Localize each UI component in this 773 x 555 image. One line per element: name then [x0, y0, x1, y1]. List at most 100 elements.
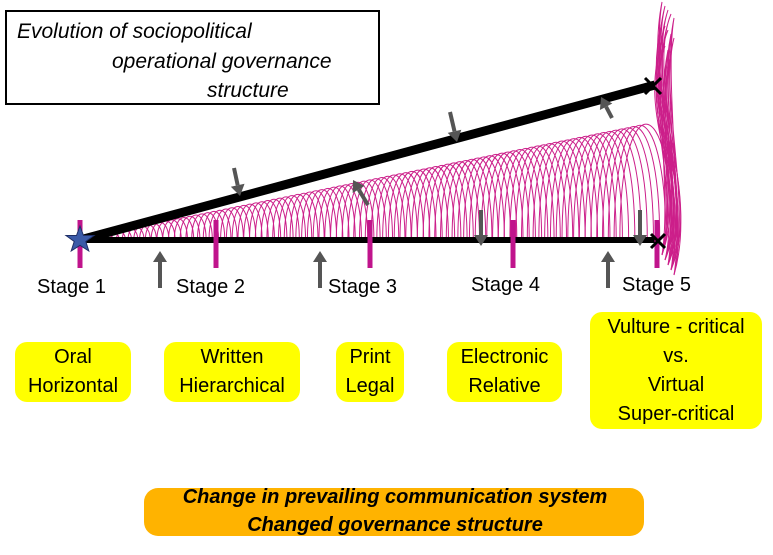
arrow-head: [230, 183, 245, 196]
spiral-loop: [289, 192, 319, 241]
stage-2-structure: Hierarchical: [179, 375, 285, 397]
spiral-loop: [411, 167, 449, 241]
stage-label-5: Stage 5: [622, 274, 691, 296]
spiral-loop: [370, 176, 406, 241]
spiral-loop: [492, 150, 536, 241]
stage-label-4: Stage 4: [471, 274, 540, 296]
arrow-head: [153, 251, 167, 262]
spiral-loop: [225, 206, 251, 241]
stage-1-mode: Oral: [54, 346, 92, 368]
pressure-arrows: [153, 97, 647, 288]
spiral-loop: [596, 128, 648, 241]
stage-5-line-4: Super-critical: [617, 402, 735, 425]
spiral-loop: [318, 186, 350, 241]
bottom-caption-line-1: Change in prevailing communication syste…: [182, 486, 608, 508]
title-line-3: structure: [207, 79, 289, 102]
spiral-loop: [260, 198, 288, 241]
spiral-loop: [266, 197, 294, 241]
arrow-head: [313, 251, 327, 262]
stage-1-structure: Horizontal: [27, 375, 119, 397]
stage-2-mode: Written: [200, 346, 264, 368]
spiral-loop: [561, 135, 611, 241]
spiral-loop: [480, 152, 524, 241]
spiral-loop: [364, 177, 400, 241]
pressure-arrow: [153, 251, 167, 288]
spiral-loop: [185, 214, 207, 241]
pressure-arrow: [447, 111, 462, 142]
spiral-loop: [173, 217, 195, 241]
spiral-loop: [463, 156, 505, 241]
spiral-loop: [277, 195, 307, 241]
stage-5-line-2: vs.: [663, 344, 689, 367]
stage-4-box: Electronic Relative: [447, 342, 562, 402]
spiral-loop: [382, 173, 418, 241]
spiral-loop: [306, 189, 338, 241]
vertical-spiral-loop: [667, 37, 682, 276]
bottom-caption-line-2: Changed governance structure: [247, 514, 543, 536]
title-line-2: operational governance: [112, 50, 332, 73]
spiral-loop: [584, 131, 636, 241]
bottom-caption-pill: [144, 488, 644, 536]
spiral-loop: [220, 207, 244, 241]
pressure-arrow: [313, 251, 327, 288]
spiral-loop: [341, 181, 375, 241]
stage-label-2: Stage 2: [176, 276, 245, 298]
spiral-loop: [393, 171, 431, 241]
spiral-loop: [179, 215, 201, 241]
spiral-loop: [544, 139, 592, 241]
spiral-loop: [208, 209, 232, 241]
spiral-loop: [202, 210, 226, 241]
arrow-head: [601, 251, 615, 262]
spiral-loop: [602, 127, 654, 241]
vertical-spiral-loop: [655, 45, 676, 261]
arrow-head: [474, 235, 488, 246]
pressure-arrow: [601, 251, 615, 288]
stage-1-box: Oral Horizontal: [15, 342, 131, 402]
spiral-loop: [272, 196, 300, 241]
spiral-loop: [567, 134, 617, 241]
pressure-arrow: [352, 180, 370, 207]
spiral-loop: [590, 129, 642, 241]
spiral-loop: [283, 194, 313, 241]
stage-label-1: Stage 1: [37, 276, 106, 298]
spiral-loop: [168, 218, 188, 241]
arrow-shaft: [232, 167, 240, 186]
spiral-loop: [578, 132, 630, 241]
spiral-loop: [445, 159, 487, 241]
stage-5-box: Vulture - critical vs. Virtual Super-cri…: [590, 312, 762, 429]
stage-label-3: Stage 3: [328, 276, 397, 298]
stage-2-box: Written Hierarchical: [164, 342, 300, 402]
spiral-loop: [497, 149, 543, 241]
arrow-head: [599, 97, 613, 110]
arrow-head: [633, 235, 647, 246]
spiral-loop: [330, 184, 362, 241]
arrow-head: [447, 129, 462, 142]
stage-3-box: Print Legal: [336, 342, 404, 402]
stage-5-line-1: Vulture - critical: [607, 315, 745, 338]
spiral-loop: [613, 125, 667, 241]
stage-4-structure: Relative: [468, 375, 541, 397]
stage-5-line-3: Virtual: [647, 373, 705, 396]
spiral-loop: [457, 157, 499, 241]
arrow-shaft: [448, 111, 457, 132]
spiral-loop: [607, 126, 661, 241]
endpoint-top-x-icon: [643, 76, 663, 96]
spiral-loop: [451, 158, 493, 241]
pressure-arrow: [474, 210, 488, 246]
origin-star-icon: [64, 224, 96, 253]
spiral-loop: [439, 161, 481, 241]
spiral-loop: [191, 213, 213, 241]
spiral-loop: [324, 185, 356, 241]
spiral-loop: [468, 155, 512, 241]
arrow-shaft: [356, 188, 370, 207]
spiral-loop: [353, 179, 387, 241]
spiral-loop: [555, 136, 605, 241]
title-box: Evolution of sociopolitical operational …: [5, 10, 380, 105]
spiral-loop: [387, 172, 425, 241]
spiral-loop: [405, 168, 443, 241]
spiral-loop: [486, 151, 530, 241]
spiral-loop: [526, 143, 574, 241]
spiral-loop: [474, 154, 518, 241]
growth-line: [78, 80, 657, 245]
